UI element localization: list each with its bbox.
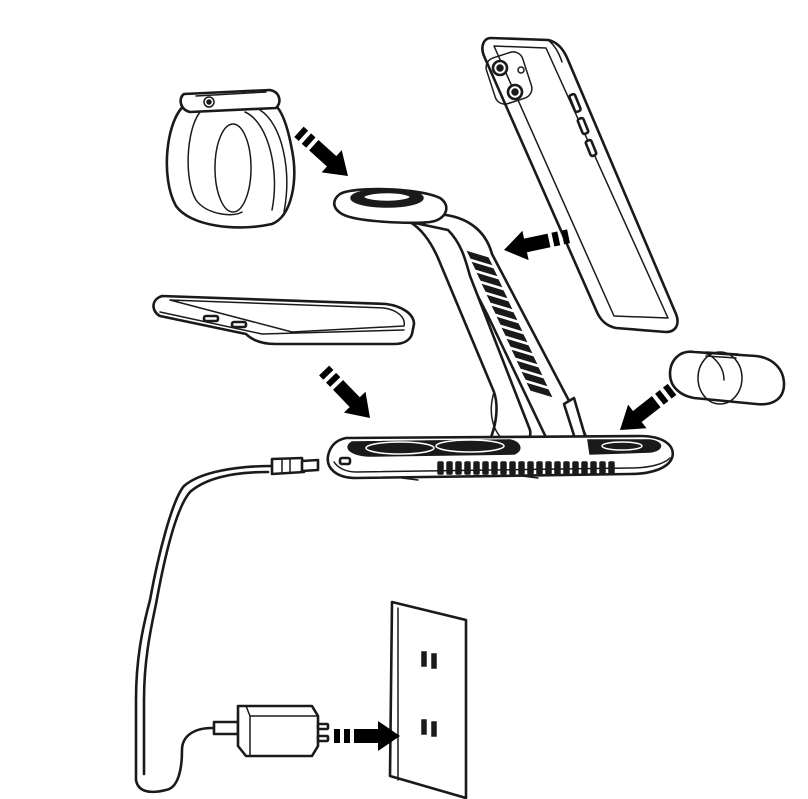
earbuds-case-illustration xyxy=(668,350,786,406)
power-adapter-illustration xyxy=(212,704,330,758)
usb-c-cable-illustration xyxy=(134,456,320,794)
arrow-flat-phone-to-base xyxy=(313,360,381,429)
stand-vent-slots xyxy=(466,250,553,398)
arrow-watch-to-stand xyxy=(288,120,359,188)
arrow-earbuds-to-base xyxy=(610,377,682,442)
wall-outlet-illustration xyxy=(388,600,468,799)
smartphone-flat-illustration xyxy=(152,294,416,346)
smartwatch-illustration xyxy=(165,88,296,229)
smartphone-vertical-illustration xyxy=(481,36,679,334)
charging-base-illustration xyxy=(326,434,675,481)
base-vent-slots xyxy=(437,461,615,475)
